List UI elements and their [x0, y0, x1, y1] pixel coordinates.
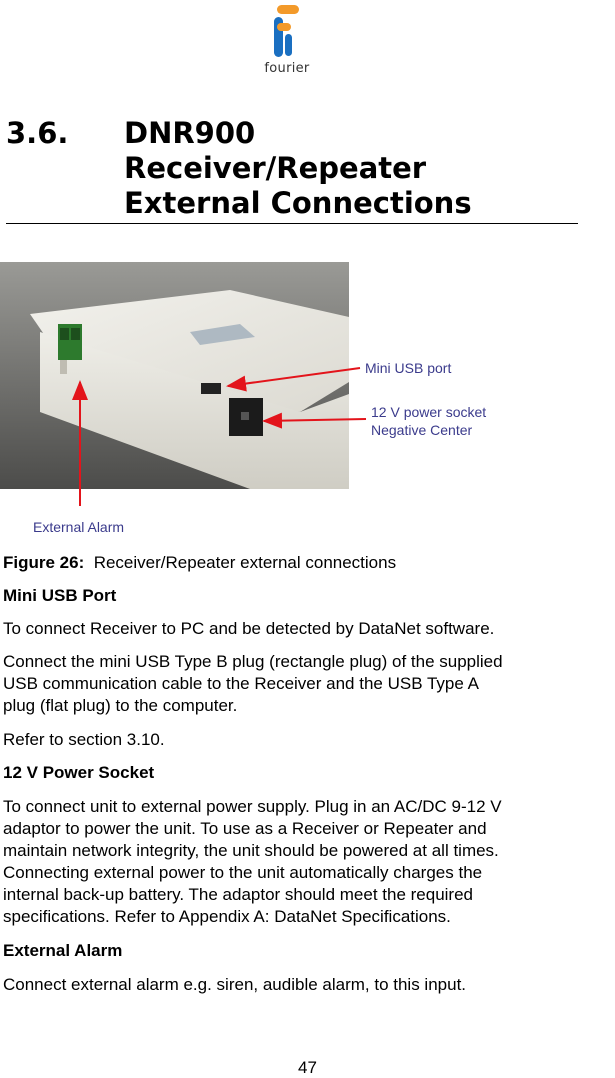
power-callout-line-1: 12 V power socket [371, 404, 487, 420]
alarm-paragraph: Connect external alarm e.g. siren, audib… [3, 975, 467, 994]
mini-usb-paragraph-2-line-1: Connect the mini USB Type B plug (rectan… [3, 652, 503, 671]
section-title-line-3: External Connections [124, 186, 472, 220]
alarm-heading: External Alarm [3, 941, 123, 960]
figure-caption: Figure 26: Receiver/Repeater external co… [3, 552, 396, 573]
figure-26: Mini USB port 12 V power socket Negative… [0, 262, 600, 542]
power-paragraph-line-4: Connecting external power to the unit au… [3, 863, 483, 882]
section-title-line-1: DNR900 [124, 116, 256, 150]
fourier-logo-mark [274, 5, 299, 57]
alarm-callout: External Alarm [33, 519, 125, 535]
power-arrow [262, 412, 367, 429]
power-callout-line-2: Negative Center [371, 422, 473, 438]
logo-wordmark: fourier [264, 61, 310, 76]
power-paragraph-line-2: adaptor to power the unit. To use as a R… [3, 819, 487, 838]
power-paragraph-line-1: To connect unit to external power supply… [3, 797, 502, 816]
mini-usb-paragraph-2-line-3: plug (flat plug) to the computer. [3, 696, 238, 715]
power-paragraph-line-5: internal back-up battery. The adaptor sh… [3, 885, 473, 904]
usb-arrow [226, 367, 361, 392]
heading-rule [6, 223, 578, 224]
receiver-photo [0, 262, 349, 489]
mini-usb-reference: Refer to section 3.10. [3, 730, 165, 749]
section-number: 3.6. [6, 116, 69, 150]
section-title-line-2: Receiver/Repeater [124, 151, 427, 185]
fourier-logo: fourier [257, 3, 317, 79]
power-paragraph-line-3: maintain network integrity, the unit sho… [3, 841, 499, 860]
power-paragraph-line-6: specifications. Refer to Appendix A: Dat… [3, 907, 451, 926]
callout-arrows [72, 367, 367, 506]
mini-usb-heading: Mini USB Port [3, 586, 117, 605]
mini-usb-paragraph-2-line-2: USB communication cable to the Receiver … [3, 674, 479, 693]
mini-usb-paragraph-1: To connect Receiver to PC and be detecte… [3, 619, 495, 638]
caption-text: Receiver/Repeater external connections [93, 553, 397, 572]
caption-label: Figure 26: [3, 553, 85, 572]
mini-usb-callout: Mini USB port [365, 360, 452, 376]
power-heading: 12 V Power Socket [3, 763, 155, 782]
page-number: 47 [298, 1058, 317, 1077]
